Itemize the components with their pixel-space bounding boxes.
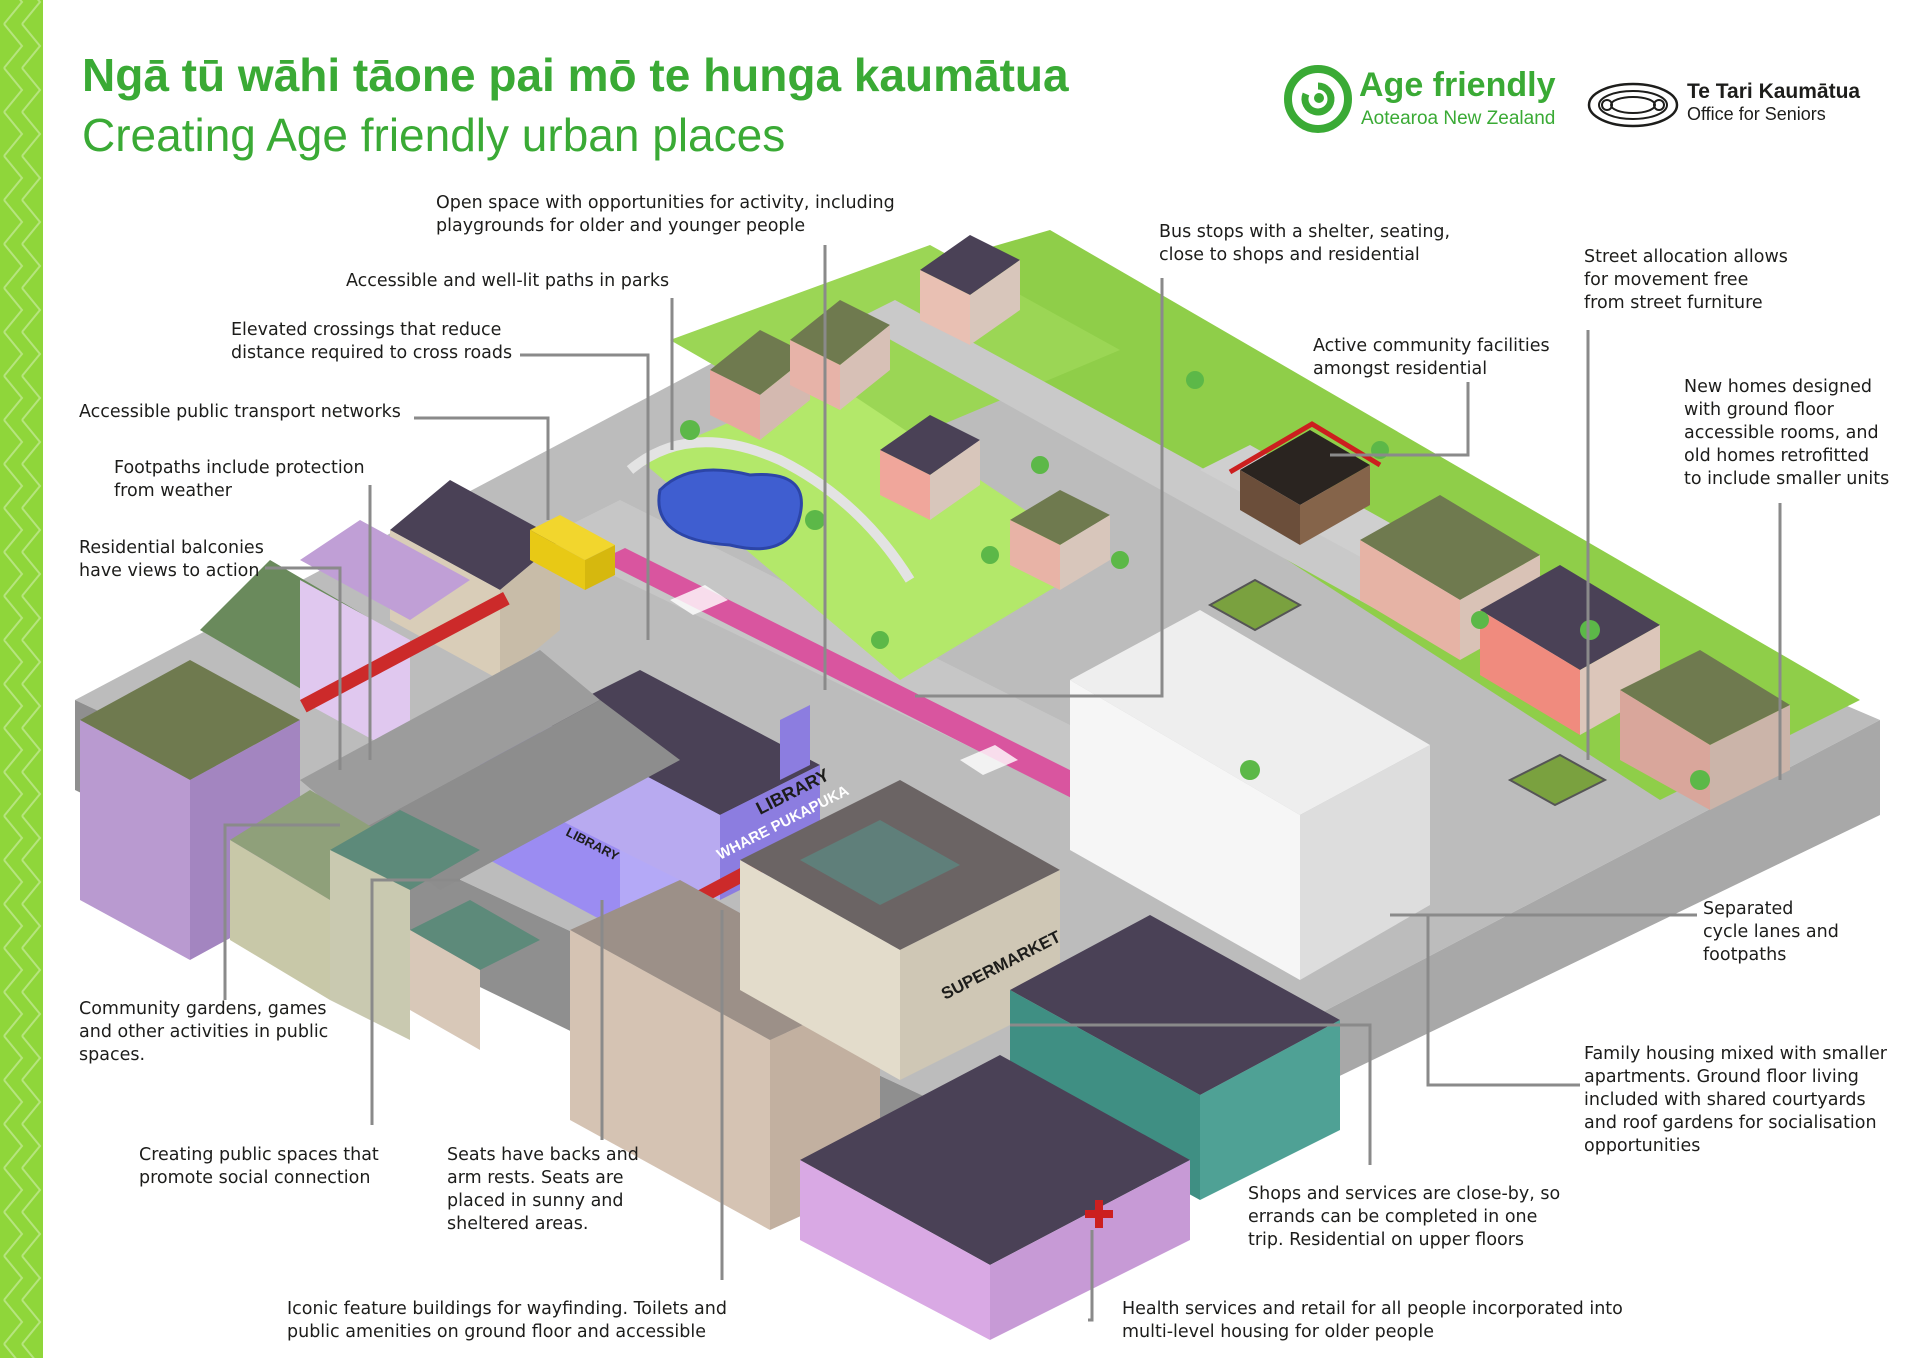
leader-health <box>1088 1230 1094 1322</box>
label-community-facilities: Active community facilities amongst resi… <box>1313 336 1550 379</box>
apartment-block <box>1070 578 1608 980</box>
plaza-paving <box>300 650 600 830</box>
leader-bus-stops <box>915 278 1164 698</box>
label-open-space: Open space with opportunities for activi… <box>436 193 895 236</box>
label-street-allocation: Street allocation allows for movement fr… <box>1584 247 1788 313</box>
leader-community-gardens <box>223 823 340 1000</box>
label-iconic-buildings: Iconic feature buildings for wayfinding.… <box>287 1299 727 1342</box>
cycle-lane <box>600 548 1150 825</box>
title-maori: Ngā tū wāhi tāone pai mō te hunga kaumāt… <box>82 49 1069 101</box>
health-cross-icon <box>1085 1200 1113 1228</box>
label-footpaths-weather: Footpaths include protection from weathe… <box>114 458 365 501</box>
cycle-lane-crossing-2 <box>960 745 1018 775</box>
label-shops-services: Shops and services are close-by, so erra… <box>1248 1184 1561 1250</box>
koru-icon <box>1284 65 1352 133</box>
leader-balconies <box>265 566 342 770</box>
park-pond <box>657 468 803 551</box>
houses-north-row <box>710 235 1110 590</box>
label-paths-parks: Accessible and well-lit paths in parks <box>346 271 670 291</box>
label-balconies: Residential balconies have views to acti… <box>79 538 264 581</box>
label-seats: Seats have backs and arm rests. Seats ar… <box>447 1145 639 1234</box>
bus-icon <box>530 515 615 590</box>
label-cycle-lanes: Separated cycle lanes and footpaths <box>1703 899 1839 965</box>
label-elevated-crossings: Elevated crossings that reduce distance … <box>231 320 513 363</box>
leader-elevated-crossings <box>520 353 650 640</box>
road-main-diagonal <box>540 500 1140 800</box>
cycle-lane-crossing-1 <box>670 585 728 615</box>
stripe-chevron-pattern <box>3 0 42 1358</box>
left-pattern-stripe <box>0 0 43 1358</box>
leader-lines <box>223 245 1782 1322</box>
roof-garden-2 <box>1507 753 1608 807</box>
office-logo-name: Te Tari Kaumātua <box>1687 80 1861 103</box>
age-friendly-logo: Age friendly Aotearoa New Zealand <box>1283 62 1563 138</box>
road-north-diagonal <box>855 300 1480 645</box>
supermarket-roof-windows <box>800 820 960 905</box>
houses-east-row <box>1360 495 1790 810</box>
health-housing-buildings <box>800 915 1340 1340</box>
supermarket-building <box>740 780 1060 1080</box>
leader-community-facilities <box>1330 382 1470 457</box>
age-friendly-logo-sub: Aotearoa New Zealand <box>1361 108 1556 129</box>
age-friendly-logo-name: Age friendly <box>1359 66 1556 104</box>
community-hall <box>1228 421 1382 545</box>
label-public-spaces: Creating public spaces that promote soci… <box>139 1145 379 1188</box>
leader-public-transport <box>414 416 550 520</box>
roof-garden <box>1207 578 1303 632</box>
label-family-housing: Family housing mixed with smaller apartm… <box>1584 1044 1887 1156</box>
label-health-services: Health services and retail for all peopl… <box>1122 1299 1623 1342</box>
office-logo-sub: Office for Seniors <box>1687 104 1826 124</box>
leader-family-housing <box>1426 915 1580 1087</box>
awning-1 <box>300 592 510 713</box>
west-buildings <box>80 480 560 960</box>
leader-public-spaces <box>370 878 460 1125</box>
label-public-transport: Accessible public transport networks <box>79 402 401 422</box>
label-new-homes: New homes designed with ground floor acc… <box>1684 377 1890 489</box>
office-for-seniors-logo: Te Tari Kaumātua Office for Seniors <box>1585 80 1885 130</box>
office-emblem-icon <box>1587 82 1679 128</box>
leader-shops <box>1010 1023 1372 1165</box>
title-english: Creating Age friendly urban places <box>82 109 786 161</box>
label-bus-stops: Bus stops with a shelter, seating, close… <box>1159 222 1451 265</box>
label-community-gardens: Community gardens, games and other activ… <box>79 999 329 1065</box>
